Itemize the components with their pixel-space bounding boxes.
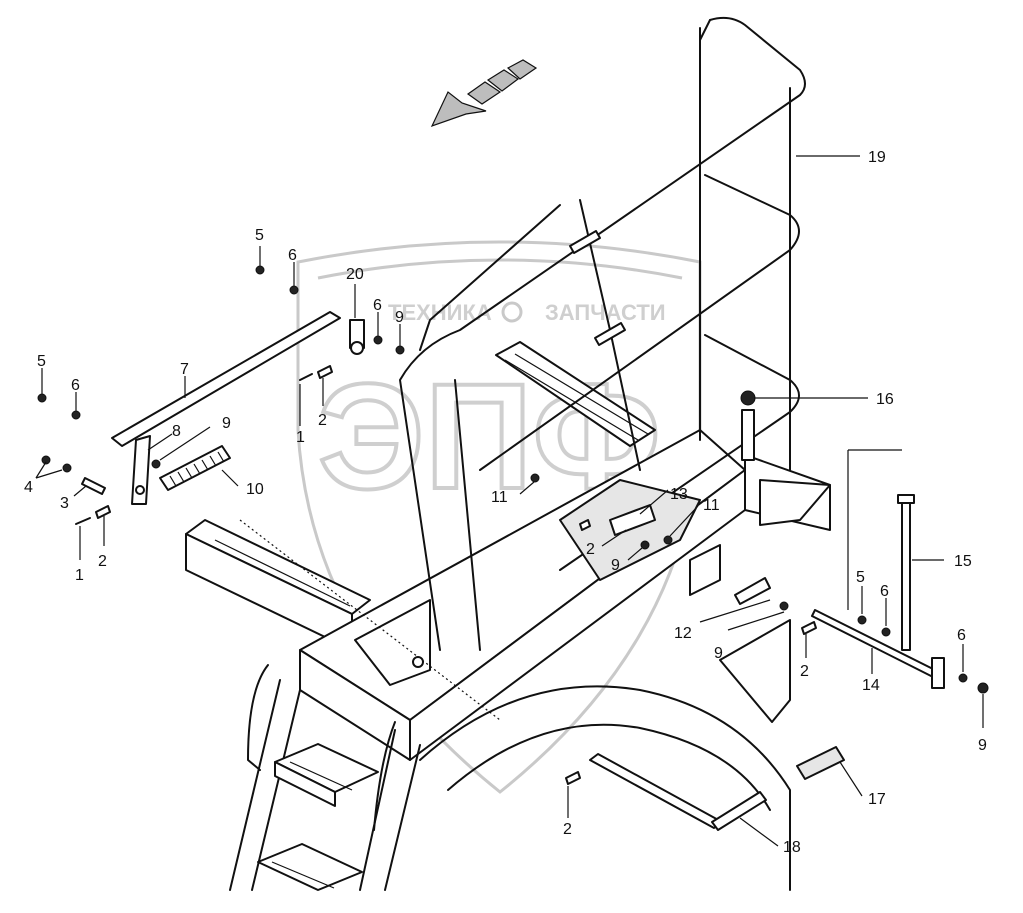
callout-15: 15 bbox=[954, 553, 972, 570]
callout-2: 2 bbox=[318, 412, 327, 429]
part-18-handle bbox=[589, 753, 767, 831]
callout-6: 6 bbox=[957, 627, 966, 644]
callout-9: 9 bbox=[978, 737, 987, 754]
part-10-spring bbox=[159, 445, 231, 491]
callout-17: 17 bbox=[868, 791, 886, 808]
lower-step-bar bbox=[185, 519, 371, 651]
callout-18: 18 bbox=[783, 839, 801, 856]
callout-10: 10 bbox=[246, 481, 264, 498]
callout-6: 6 bbox=[373, 297, 382, 314]
hinge-bracket bbox=[559, 479, 771, 605]
callout-11: 11 bbox=[491, 489, 508, 506]
callout-5: 5 bbox=[255, 227, 264, 244]
part-16-knob bbox=[740, 390, 756, 461]
callout-9: 9 bbox=[714, 645, 723, 662]
part-17-grip bbox=[796, 746, 845, 780]
callout-2: 2 bbox=[563, 821, 572, 838]
callout-6: 6 bbox=[880, 583, 889, 600]
callout-12: 12 bbox=[674, 625, 692, 642]
callout-7: 7 bbox=[180, 361, 189, 378]
part-7-link-rod bbox=[111, 311, 341, 447]
part-20-bracket bbox=[349, 319, 365, 355]
callout-5: 5 bbox=[37, 353, 46, 370]
callout-1: 1 bbox=[296, 429, 305, 446]
callout-9: 9 bbox=[611, 557, 620, 574]
callout-2: 2 bbox=[98, 553, 107, 570]
callout-1: 1 bbox=[75, 567, 84, 584]
callout-14: 14 bbox=[862, 677, 880, 694]
part-14-rod bbox=[811, 609, 945, 689]
callout-16: 16 bbox=[876, 391, 894, 408]
callout-8: 8 bbox=[172, 423, 181, 440]
fasteners bbox=[37, 265, 989, 785]
leader-lines bbox=[35, 155, 984, 847]
callout-11: 11 bbox=[703, 497, 720, 514]
callout-4: 4 bbox=[24, 479, 33, 496]
callout-9: 9 bbox=[222, 415, 231, 432]
callout-3: 3 bbox=[60, 495, 69, 512]
fender bbox=[419, 619, 791, 891]
handrail bbox=[399, 16, 806, 651]
callout-6: 6 bbox=[71, 377, 80, 394]
callout-6: 6 bbox=[288, 247, 297, 264]
callout-20: 20 bbox=[346, 266, 364, 283]
callout-2: 2 bbox=[800, 663, 809, 680]
callout-labels: 19 5 6 20 6 9 5 7 6 16 9 1 2 8 4 10 11 1… bbox=[24, 149, 987, 856]
part-15-pin bbox=[897, 494, 915, 651]
callout-13: 13 bbox=[670, 486, 688, 503]
callout-9: 9 bbox=[395, 309, 404, 326]
forward-arrow-icon bbox=[430, 59, 538, 128]
callout-19: 19 bbox=[868, 149, 886, 166]
callout-5: 5 bbox=[856, 569, 865, 586]
ladder bbox=[229, 664, 421, 891]
part-8-lever bbox=[131, 435, 151, 505]
callout-2: 2 bbox=[586, 541, 595, 558]
